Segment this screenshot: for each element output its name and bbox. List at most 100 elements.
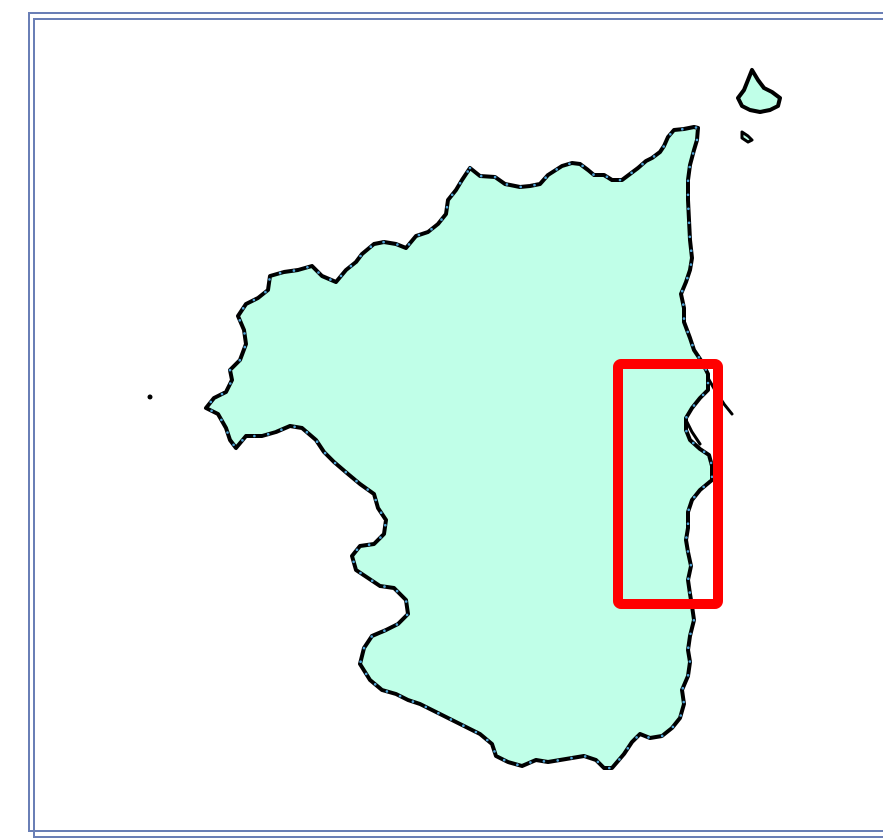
coast-vertex [592,173,595,176]
coast-vertex [516,763,519,766]
coast-vertex [686,674,690,677]
coast-vertex [395,623,399,626]
coast-vertex [243,345,247,349]
coast-vertex [379,536,382,539]
coast-vertex [626,747,630,750]
coast-vertex [292,269,296,272]
coast-vertex [315,440,319,444]
coast-vertex [689,249,693,252]
coast-vertex [618,178,622,182]
coast-vertex [474,730,478,734]
main-island[interactable] [204,125,714,770]
coast-vertex [220,392,224,396]
islet-small[interactable] [740,130,754,144]
coast-vertex [687,577,690,580]
coast-vertex [706,381,710,385]
islet-west[interactable] [147,394,153,400]
coast-vertex [329,278,332,281]
coast-vertex [241,307,245,310]
coast-vertex [688,235,692,239]
coast-vertex [238,358,242,362]
coast-vertex [641,162,644,166]
coast-vertex [232,443,235,447]
coast-vertex [688,165,691,169]
coast-vertex [411,700,415,703]
coast-vertex [468,166,472,170]
coast-vertex [367,543,371,546]
coast-vertex [210,409,213,413]
coast-vertex [692,404,696,407]
coast-vertex [681,127,684,131]
coast-vertex [686,330,689,334]
coast-vertex [583,755,587,758]
coast-vertex [687,221,691,225]
coast-vertex [686,193,690,197]
coast-vertex [366,488,370,491]
coast-vertex [689,563,693,567]
coast-vertex [686,550,690,553]
coast-vertex [355,479,358,483]
coast-vertex [220,418,223,422]
coast-vertex [533,183,536,187]
coast-vertex [383,629,386,632]
coast-vertex [697,356,701,359]
coast-vertex [682,317,686,320]
coast-vertex [685,416,688,419]
coast-vertex [486,738,489,742]
coast-vertex [686,276,689,280]
coast-vertex [458,181,462,185]
coast-vertex [398,694,402,698]
coast-vertex [679,714,682,717]
coast-vertex [662,145,665,148]
coast-vertex [417,233,421,237]
coast-vertex [370,635,374,638]
coast-vertex [349,264,353,268]
coast-vertex [462,724,465,727]
coast-vertex [352,560,355,564]
coast-vertex [671,725,675,729]
coast-vertex [437,711,440,715]
coast-vertex [702,485,705,489]
coast-vertex [493,750,496,753]
coast-vertex [630,171,633,175]
coast-vertex [362,646,366,650]
coast-vertex [333,461,337,465]
coast-vertex [681,686,685,690]
coast-vertex [364,672,368,676]
coast-vertex [339,274,343,278]
coast-vertex [701,393,705,397]
coast-vertex [252,298,256,302]
coast-vertex [685,536,688,539]
coast-vertex [691,152,695,155]
coast-vertex [682,303,685,306]
coast-vertex [544,176,547,179]
coast-vertex [369,245,373,248]
selection-rectangle[interactable] [613,359,723,609]
coast-vertex [479,174,483,178]
coast-vertex [359,571,362,575]
map-canvas[interactable] [0,0,883,815]
coast-vertex [209,400,213,404]
coast-vertex [689,263,693,266]
coast-vertex [404,600,408,603]
coast-vertex [264,290,267,294]
coast-vertex [395,589,399,593]
coast-vertex [405,613,409,617]
coast-vertex [253,434,256,438]
coast-vertex [449,718,453,721]
coast-vertex [280,428,283,432]
coast-vertex [384,523,387,527]
islet-northeast[interactable] [736,68,782,114]
coast-vertex [243,332,246,335]
coast-vertex [359,254,362,258]
coast-vertex [266,432,270,436]
coast-vertex [652,155,656,158]
coast-vertex [505,183,509,186]
coast-vertex [695,138,699,142]
coast-vertex [228,368,232,372]
coast-vertex [278,271,282,275]
coast-vertex [226,431,229,434]
coast-vertex [379,511,383,514]
coast-vertex [373,683,377,686]
coast-vertex [317,271,320,274]
